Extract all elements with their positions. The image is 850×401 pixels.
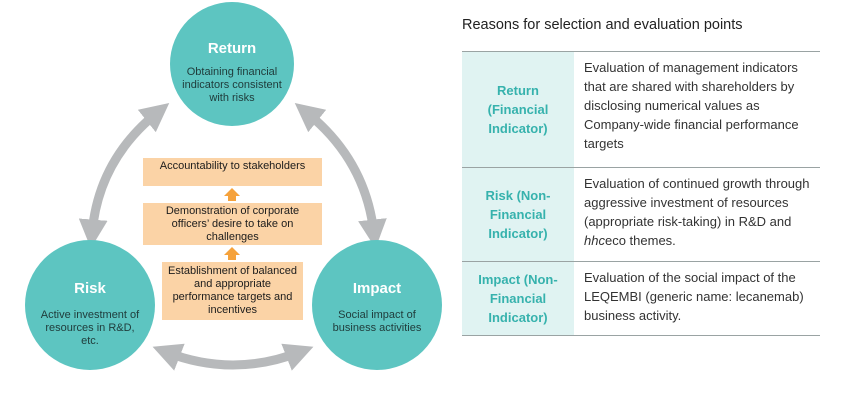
table-row: Impact (Non-Financial Indicator) Evaluat… xyxy=(462,262,820,336)
return-circle: Return Obtaining financial indicators co… xyxy=(170,2,294,126)
impact-title: Impact xyxy=(352,280,402,297)
category-cell: Return (Financial Indicator) xyxy=(462,52,574,167)
description-cell: Evaluation of management indicators that… xyxy=(584,60,799,151)
impact-description: Social impact of business activities xyxy=(332,309,422,334)
arrow-return-impact xyxy=(294,103,387,249)
up-arrow-icon xyxy=(224,188,240,201)
arrow-risk-return xyxy=(78,103,170,249)
up-arrow-icon xyxy=(224,247,240,260)
step-demonstration: Demonstration of corporate officers’ des… xyxy=(143,203,322,245)
arrow-risk-impact xyxy=(152,343,314,371)
table-heading: Reasons for selection and evaluation poi… xyxy=(462,17,743,33)
description-cell: Evaluation of the social impact of the L… xyxy=(584,270,804,323)
table-row: Return (Financial Indicator) Evaluation … xyxy=(462,52,820,168)
step-establishment: Establishment of balanced and appropriat… xyxy=(162,262,303,320)
description-italic: hhc xyxy=(584,233,605,248)
risk-circle: Risk Active investment of resources in R… xyxy=(25,240,155,370)
impact-circle: Impact Social impact of business activit… xyxy=(312,240,442,370)
description-cell: Evaluation of continued growth through a… xyxy=(574,168,820,261)
risk-description: Active investment of resources in R&D, e… xyxy=(40,309,140,347)
step-accountability: Accountability to stakeholders xyxy=(143,158,322,186)
evaluation-table: Return (Financial Indicator) Evaluation … xyxy=(462,51,820,336)
description-text-end: eco themes. xyxy=(604,233,676,248)
cycle-arrows xyxy=(78,103,387,371)
return-title: Return xyxy=(207,40,257,57)
table-row: Risk (Non-Financial Indicator) Evaluatio… xyxy=(462,168,820,262)
evaluation-panel: Reasons for selection and evaluation poi… xyxy=(462,0,822,401)
risk-title: Risk xyxy=(74,280,106,297)
category-cell: Risk (Non-Financial Indicator) xyxy=(462,168,574,261)
return-description: Obtaining financial indicators consisten… xyxy=(182,66,282,104)
cycle-diagram: Return Obtaining financial indicators co… xyxy=(25,2,442,371)
category-cell: Impact (Non-Financial Indicator) xyxy=(462,262,574,335)
description-text: Evaluation of continued growth through a… xyxy=(584,176,810,229)
